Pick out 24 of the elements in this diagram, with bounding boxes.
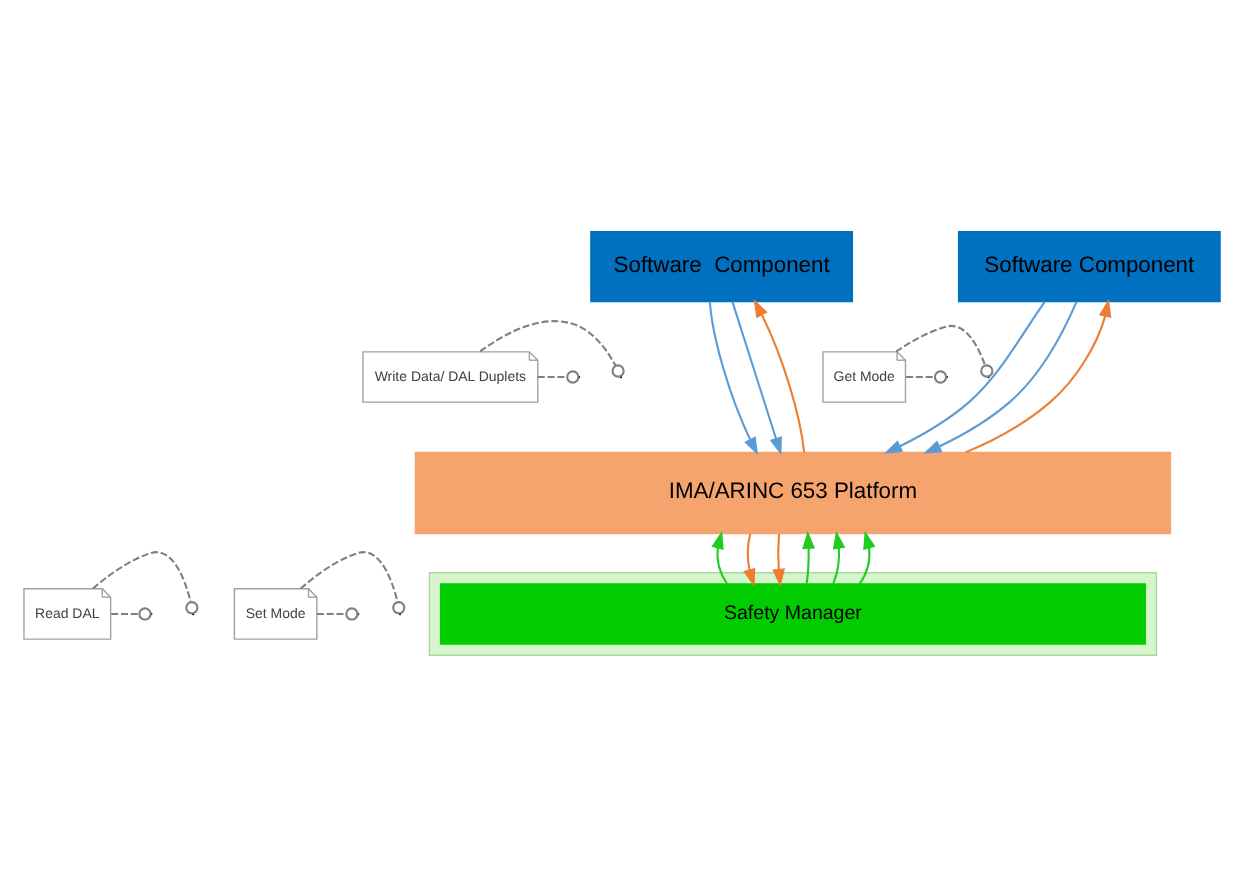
- arrow: [832, 529, 846, 584]
- arrow: [753, 298, 806, 452]
- node-box: IMA/ARINC 653 Platform: [414, 450, 1172, 534]
- arrow: [711, 529, 728, 584]
- arrow: [772, 532, 785, 587]
- cluster: [428, 571, 1158, 655]
- connector: [537, 374, 567, 378]
- connector: [479, 319, 617, 366]
- connector: [92, 550, 192, 602]
- connector: [111, 611, 139, 615]
- arrow: [743, 532, 756, 586]
- connector: [906, 374, 935, 378]
- connector: [300, 550, 399, 602]
- arrow: [731, 300, 782, 455]
- connector: [316, 611, 347, 615]
- arrow: [802, 529, 815, 584]
- arrow: [858, 529, 876, 584]
- arrow: [708, 300, 759, 455]
- node-box: Software Component: [957, 229, 1221, 302]
- arrow: [883, 300, 1046, 453]
- arrow: [923, 300, 1078, 453]
- arrow: [965, 297, 1112, 453]
- node-box: Software Component: [590, 229, 854, 302]
- node-box: Safety Manager: [439, 582, 1146, 644]
